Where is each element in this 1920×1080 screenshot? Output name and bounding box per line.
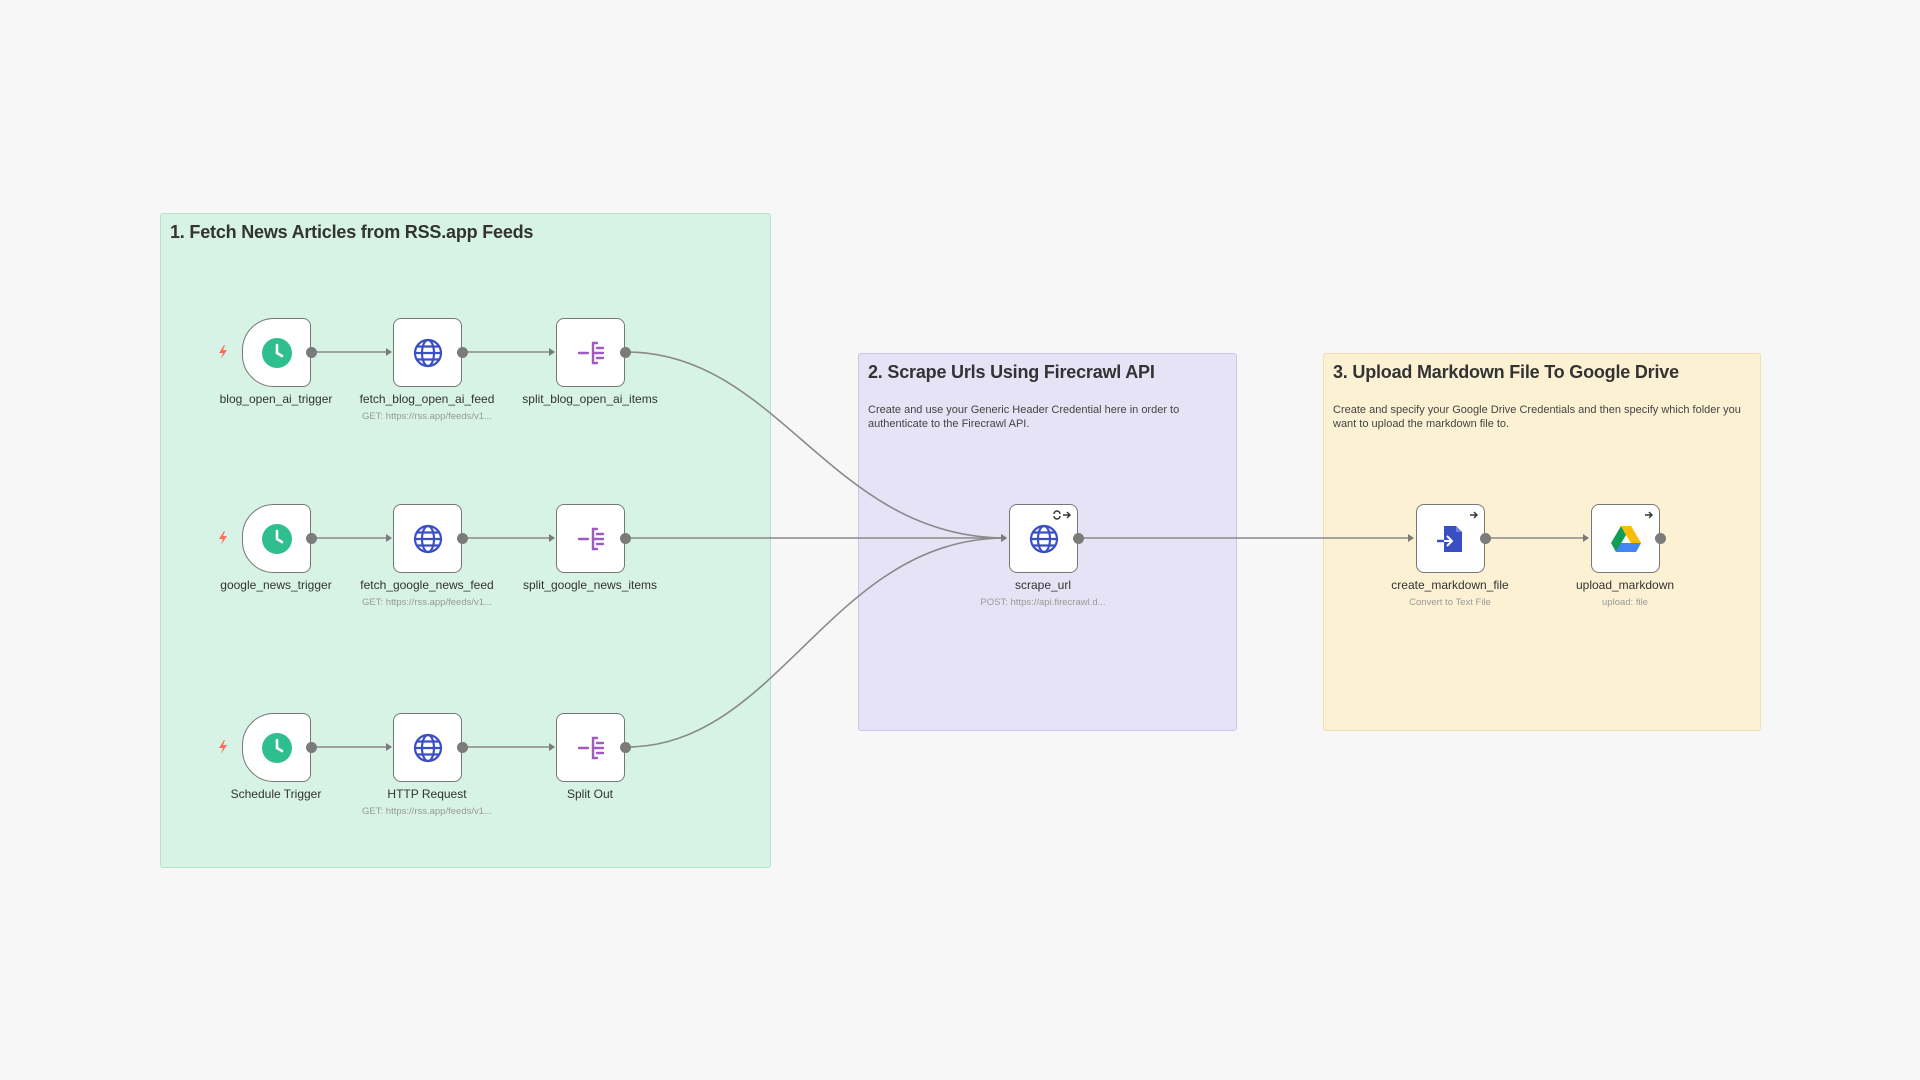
- node-subtitle: GET: https://rss.app/feeds/v1...: [362, 806, 492, 817]
- globe-icon: [413, 338, 442, 367]
- node-label: HTTP Request: [387, 787, 467, 801]
- connection: [625, 351, 1007, 542]
- node-label: scrape_url: [1014, 578, 1072, 592]
- output-port[interactable]: [457, 533, 468, 544]
- globe-icon: [413, 733, 442, 762]
- trigger-bolt-icon: [219, 740, 227, 754]
- arrow-right-icon: [1470, 511, 1478, 519]
- output-port[interactable]: [1073, 533, 1084, 544]
- node-split-blog-open-ai-items[interactable]: [556, 318, 625, 387]
- arrow-right-icon: [1645, 511, 1653, 519]
- node-create-markdown-file[interactable]: [1416, 504, 1485, 573]
- output-port[interactable]: [306, 533, 317, 544]
- output-port[interactable]: [1480, 533, 1491, 544]
- node-label: Split Out: [566, 787, 614, 801]
- node-label: blog_open_ai_trigger: [219, 392, 333, 406]
- node-label: upload_markdown: [1575, 578, 1675, 592]
- split-icon: [577, 527, 604, 550]
- node-subtitle: upload: file: [1602, 597, 1648, 608]
- sticky-description: Create and specify your Google Drive Cre…: [1333, 404, 1741, 430]
- node-label: create_markdown_file: [1391, 578, 1509, 592]
- clock-icon: [261, 732, 292, 763]
- split-icon: [577, 736, 604, 759]
- globe-icon: [413, 524, 442, 553]
- output-port[interactable]: [457, 347, 468, 358]
- node-subtitle: POST: https://api.firecrawl.d...: [980, 597, 1106, 608]
- output-port[interactable]: [1655, 533, 1666, 544]
- node-schedule-trigger[interactable]: [242, 713, 311, 782]
- sticky-note-scrape-urls[interactable]: 2. Scrape Urls Using Firecrawl API Creat…: [858, 353, 1237, 731]
- trigger-bolt-icon: [219, 531, 227, 545]
- output-port[interactable]: [306, 742, 317, 753]
- node-fetch-google-news-feed[interactable]: [393, 504, 462, 573]
- google-drive-icon: [1610, 525, 1641, 552]
- sticky-title: 1. Fetch News Articles from RSS.app Feed…: [170, 222, 534, 242]
- sticky-description: Create and use your Generic Header Crede…: [868, 404, 1180, 430]
- node-upload-markdown[interactable]: [1591, 504, 1660, 573]
- sticky-title: 3. Upload Markdown File To Google Drive: [1333, 362, 1679, 382]
- output-port[interactable]: [620, 347, 631, 358]
- sticky-note-upload-markdown[interactable]: 3. Upload Markdown File To Google Drive …: [1323, 353, 1761, 731]
- trigger-bolt-icon: [219, 345, 227, 359]
- clock-icon: [261, 523, 292, 554]
- node-label: fetch_blog_open_ai_feed: [359, 392, 495, 406]
- node-subtitle: Convert to Text File: [1409, 597, 1491, 608]
- node-google-news-trigger[interactable]: [242, 504, 311, 573]
- node-subtitle: GET: https://rss.app/feeds/v1...: [362, 597, 492, 608]
- clock-icon: [261, 337, 292, 368]
- file-convert-icon: [1436, 525, 1462, 552]
- sticky-title: 2. Scrape Urls Using Firecrawl API: [868, 362, 1155, 382]
- node-label: split_blog_open_ai_items: [522, 392, 658, 406]
- output-port[interactable]: [457, 742, 468, 753]
- output-port[interactable]: [620, 533, 631, 544]
- node-label: fetch_google_news_feed: [360, 578, 494, 592]
- connection: [625, 534, 1007, 748]
- node-split-google-news-items[interactable]: [556, 504, 625, 573]
- node-fetch-blog-open-ai-feed[interactable]: [393, 318, 462, 387]
- loop-arrow-icon: [1053, 510, 1071, 520]
- node-label: split_google_news_items: [522, 578, 658, 592]
- node-split-out[interactable]: [556, 713, 625, 782]
- node-label: Schedule Trigger: [230, 787, 322, 801]
- node-scrape-url[interactable]: [1009, 504, 1078, 573]
- node-subtitle: GET: https://rss.app/feeds/v1...: [362, 411, 492, 422]
- globe-icon: [1029, 524, 1058, 553]
- output-port[interactable]: [306, 347, 317, 358]
- node-label: google_news_trigger: [220, 578, 332, 592]
- node-blog-open-ai-trigger[interactable]: [242, 318, 311, 387]
- node-http-request[interactable]: [393, 713, 462, 782]
- output-port[interactable]: [620, 742, 631, 753]
- split-icon: [577, 341, 604, 364]
